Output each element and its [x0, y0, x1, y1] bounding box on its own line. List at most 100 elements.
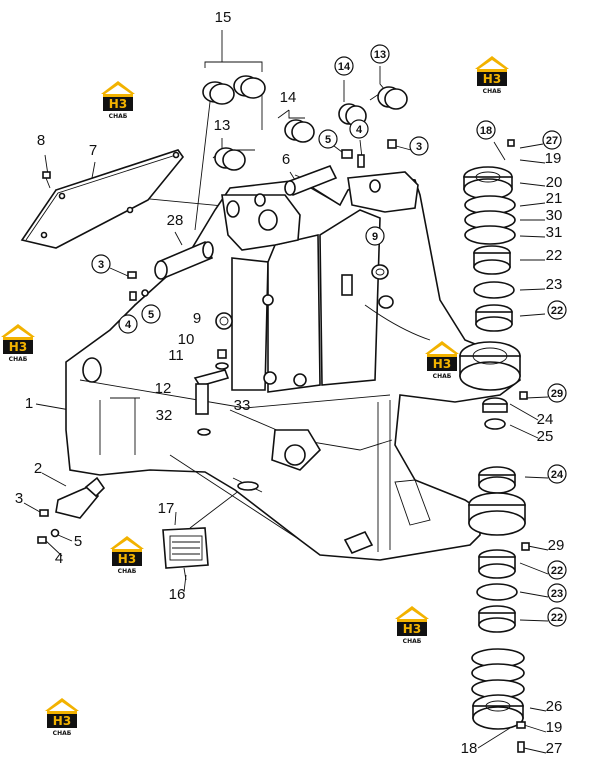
part-label-24: 24 [537, 411, 554, 428]
part-number: 10 [178, 331, 195, 348]
part-number: 4 [55, 550, 63, 567]
part-label-3: 3 [409, 136, 429, 156]
part-label-23: 23 [547, 583, 567, 603]
part-label-11: 11 [168, 347, 184, 364]
part-number: 9 [372, 231, 378, 243]
part-label-30: 30 [546, 207, 563, 224]
part-label-15: 15 [215, 9, 232, 26]
part-number: 13 [374, 49, 386, 61]
part-label-19: 19 [545, 150, 562, 167]
bearing-stack-lower [471, 549, 526, 753]
label-circle [547, 300, 567, 320]
bolt-8 [42, 171, 51, 189]
part-number: 7 [89, 142, 97, 159]
part-number: 23 [546, 276, 563, 293]
part-label-17: 17 [158, 500, 175, 517]
part-number: 27 [546, 135, 558, 147]
part-label-5: 5 [318, 129, 338, 149]
part-number: 27 [546, 740, 563, 757]
part-label-28: 28 [167, 212, 184, 229]
part-label-14: 14 [334, 56, 354, 76]
part-label-21: 21 [546, 190, 563, 207]
pin-28 [127, 240, 214, 301]
part-label-8: 8 [37, 132, 45, 149]
part-label-7: 7 [89, 142, 97, 159]
bearing-stack-upper [463, 139, 516, 332]
part-label-1: 1 [25, 395, 33, 412]
label-circle [547, 583, 567, 603]
pivot-plate-upper [459, 341, 528, 430]
label-circle [409, 136, 429, 156]
logo-mark: H3 [9, 340, 27, 354]
part-number: 17 [158, 500, 175, 517]
part-number: 1 [25, 395, 33, 412]
part-label-19: 19 [546, 719, 563, 736]
part-label-3: 3 [91, 254, 111, 274]
part-number: 22 [546, 247, 563, 264]
part-label-27: 27 [542, 130, 562, 150]
part-number: 19 [546, 719, 563, 736]
part-number: 22 [551, 305, 563, 317]
part-number: 14 [338, 61, 351, 73]
part-number: 16 [169, 586, 186, 603]
part-number: 6 [282, 151, 290, 168]
pin-2 [37, 476, 106, 544]
logo-sub: CHAБ [118, 568, 137, 575]
part-number: 22 [551, 612, 563, 624]
label-circle [547, 560, 567, 580]
part-number: 24 [537, 411, 554, 428]
part-label-13: 13 [370, 44, 390, 64]
part-number: 25 [537, 428, 554, 445]
label-circle [542, 130, 562, 150]
logo-mark: H3 [109, 97, 127, 111]
label-circle [91, 254, 111, 274]
part-label-23: 23 [546, 276, 563, 293]
part-label-32: 32 [156, 407, 173, 424]
label-circle [318, 129, 338, 149]
logo-mark: H3 [118, 552, 136, 566]
part-label-4: 4 [55, 550, 63, 567]
label-circle [547, 383, 567, 403]
logo-sub: CHAБ [403, 638, 422, 645]
part-label-10: 10 [178, 331, 195, 348]
part-number: 4 [356, 124, 363, 136]
logo-mark: H3 [403, 622, 421, 636]
logo-mark: H3 [53, 714, 71, 728]
part-number: 29 [548, 537, 565, 554]
part-label-4: 4 [118, 314, 138, 334]
part-label-29: 29 [548, 537, 565, 554]
part-number: 33 [234, 397, 251, 414]
part-label-16: 16 [169, 586, 186, 603]
part-label-22: 22 [547, 560, 567, 580]
part-label-22: 22 [547, 300, 567, 320]
logo-sub: CHAБ [53, 730, 72, 737]
part-number: 23 [551, 588, 563, 600]
label-circle [370, 44, 390, 64]
nameplate-17 [162, 527, 209, 581]
logo-sub: CHAБ [9, 356, 28, 363]
part-number: 5 [325, 134, 331, 146]
pin-12 [193, 349, 230, 436]
part-number: 22 [551, 565, 563, 577]
part-label-20: 20 [546, 174, 563, 191]
part-number: 13 [214, 117, 231, 134]
part-label-2: 2 [34, 460, 42, 477]
part-number: 18 [461, 740, 478, 757]
part-number: 21 [546, 190, 563, 207]
part-number: 3 [416, 141, 422, 153]
label-circle [365, 226, 385, 246]
part-label-18: 18 [461, 740, 478, 757]
part-label-5: 5 [74, 533, 82, 550]
part-number: 24 [551, 469, 564, 481]
part-number: 8 [37, 132, 45, 149]
part-label-18: 18 [476, 120, 496, 140]
part-label-33: 33 [234, 397, 251, 414]
part-label-4: 4 [349, 119, 369, 139]
part-number: 31 [546, 224, 563, 241]
